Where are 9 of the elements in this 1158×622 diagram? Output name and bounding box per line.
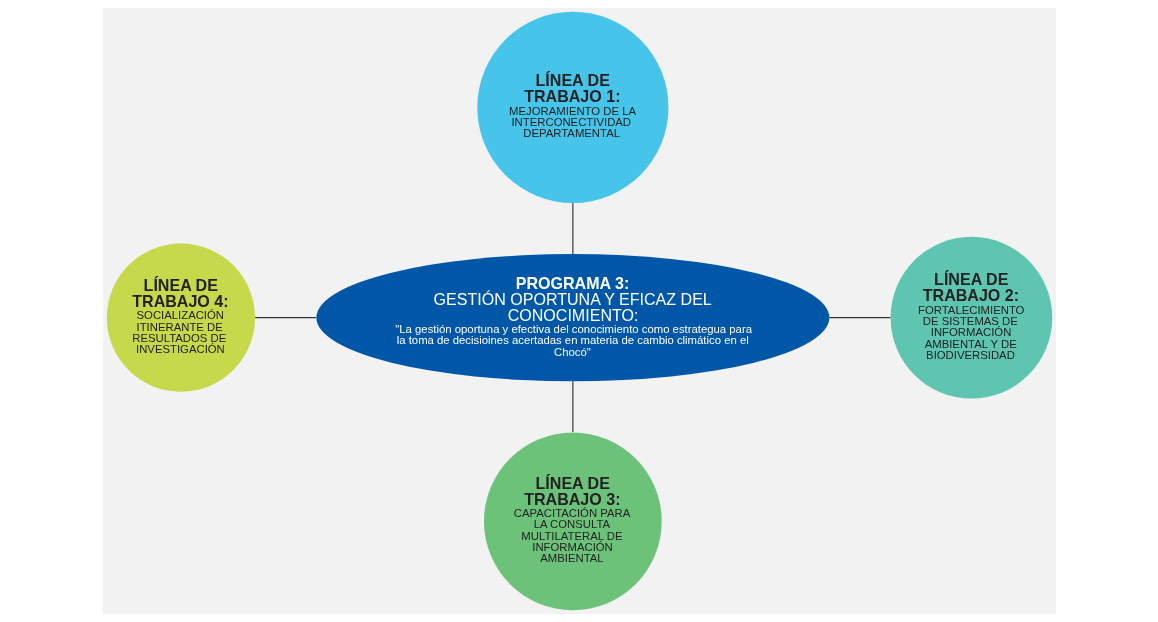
connector <box>254 317 317 319</box>
connector <box>571 202 573 255</box>
node-circle: LÍNEA DE TRABAJO 3: CAPACITACIÓN PARA LA CONSULTA MULTILATERAL DE INFORMACIÓN AMBIENTAL <box>483 432 662 611</box>
node-ellipse: PROGRAMA 3: GESTIÓN OPORTUNA Y EFICAZ DEL CONOCIMIENTO: "La gestión oportuna y efectiva del conocimiento como estrategua para la toma de decisioines acertadas en materia de cambio climático en el Chocó" <box>315 254 829 382</box>
connector <box>571 380 573 433</box>
node-circle: LÍNEA DE TRABAJO 1: MEJORAMIENTO DE LA INTERCONECTIVIDAD DEPARTAMENTAL <box>476 11 668 203</box>
node-circle: LÍNEA DE TRABAJO 4: SOCIALIZACIÓN ITINERANTE DE RESULTADOS DE INVESTIGACIÓN <box>106 243 255 392</box>
node-circle: LÍNEA DE TRABAJO 2: FORTALECIMIENTO DE SISTEMAS DE INFORMACIÓN AMBIENTAL Y DE BIODIVERSIDAD <box>890 236 1052 399</box>
connector <box>828 317 891 319</box>
